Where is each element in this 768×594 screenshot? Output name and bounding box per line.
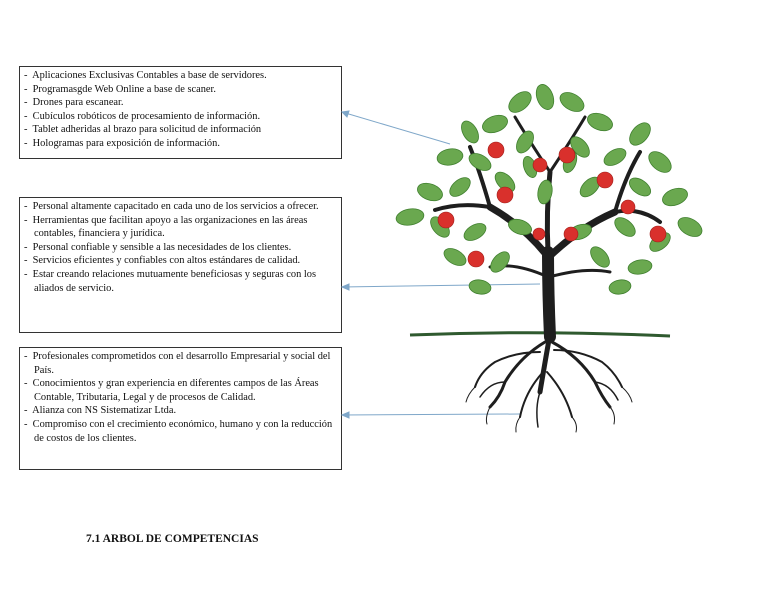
list-item: Herramientas que facilitan apoyo a las o…	[24, 214, 337, 241]
arrow-fruits	[341, 111, 451, 145]
leaves	[395, 84, 703, 295]
list-item: Estar creando relaciones mutuamente bene…	[24, 268, 337, 295]
list-item: Tablet adheridas al brazo para solicitud…	[24, 123, 337, 137]
roots	[465, 331, 633, 433]
arrow-head-trunk	[340, 283, 350, 291]
list-item: Profesionales comprometidos con el desar…	[24, 350, 337, 377]
list-item: Hologramas para exposición de informació…	[24, 137, 337, 151]
tree-illustration	[340, 84, 703, 433]
figure-caption: 7.1 ARBOL DE COMPETENCIAS	[86, 533, 259, 545]
arrow-head-fruits	[340, 110, 350, 118]
arrow-head-roots	[340, 411, 350, 419]
list-item: Compromiso con el crecimiento económico,…	[24, 418, 337, 445]
list-item: Programasgde Web Online a base de scaner…	[24, 83, 337, 97]
list-item: Servicios eficientes y confiables con al…	[24, 254, 337, 268]
arrow-roots	[341, 413, 521, 416]
list-item: Cubículos robóticos de procesamiento de …	[24, 110, 337, 124]
roots-box: Profesionales comprometidos con el desar…	[19, 347, 342, 470]
list-item: Personal altamente capacitado en cada un…	[24, 200, 337, 214]
arrow-trunk	[341, 283, 541, 288]
list-item: Aplicaciones Exclusivas Contables a base…	[24, 69, 337, 83]
apples	[437, 141, 667, 268]
list-item: Conocimientos y gran experiencia en dife…	[24, 377, 337, 404]
list-item: Personal confiable y sensible a las nece…	[24, 241, 337, 255]
list-item: Alianza con NS Sistematizar Ltda.	[24, 404, 337, 418]
fruits-box: Aplicaciones Exclusivas Contables a base…	[19, 66, 342, 159]
ground-line	[409, 331, 671, 338]
list-item: Drones para escanear.	[24, 96, 337, 110]
trunk-box: Personal altamente capacitado en cada un…	[19, 197, 342, 333]
